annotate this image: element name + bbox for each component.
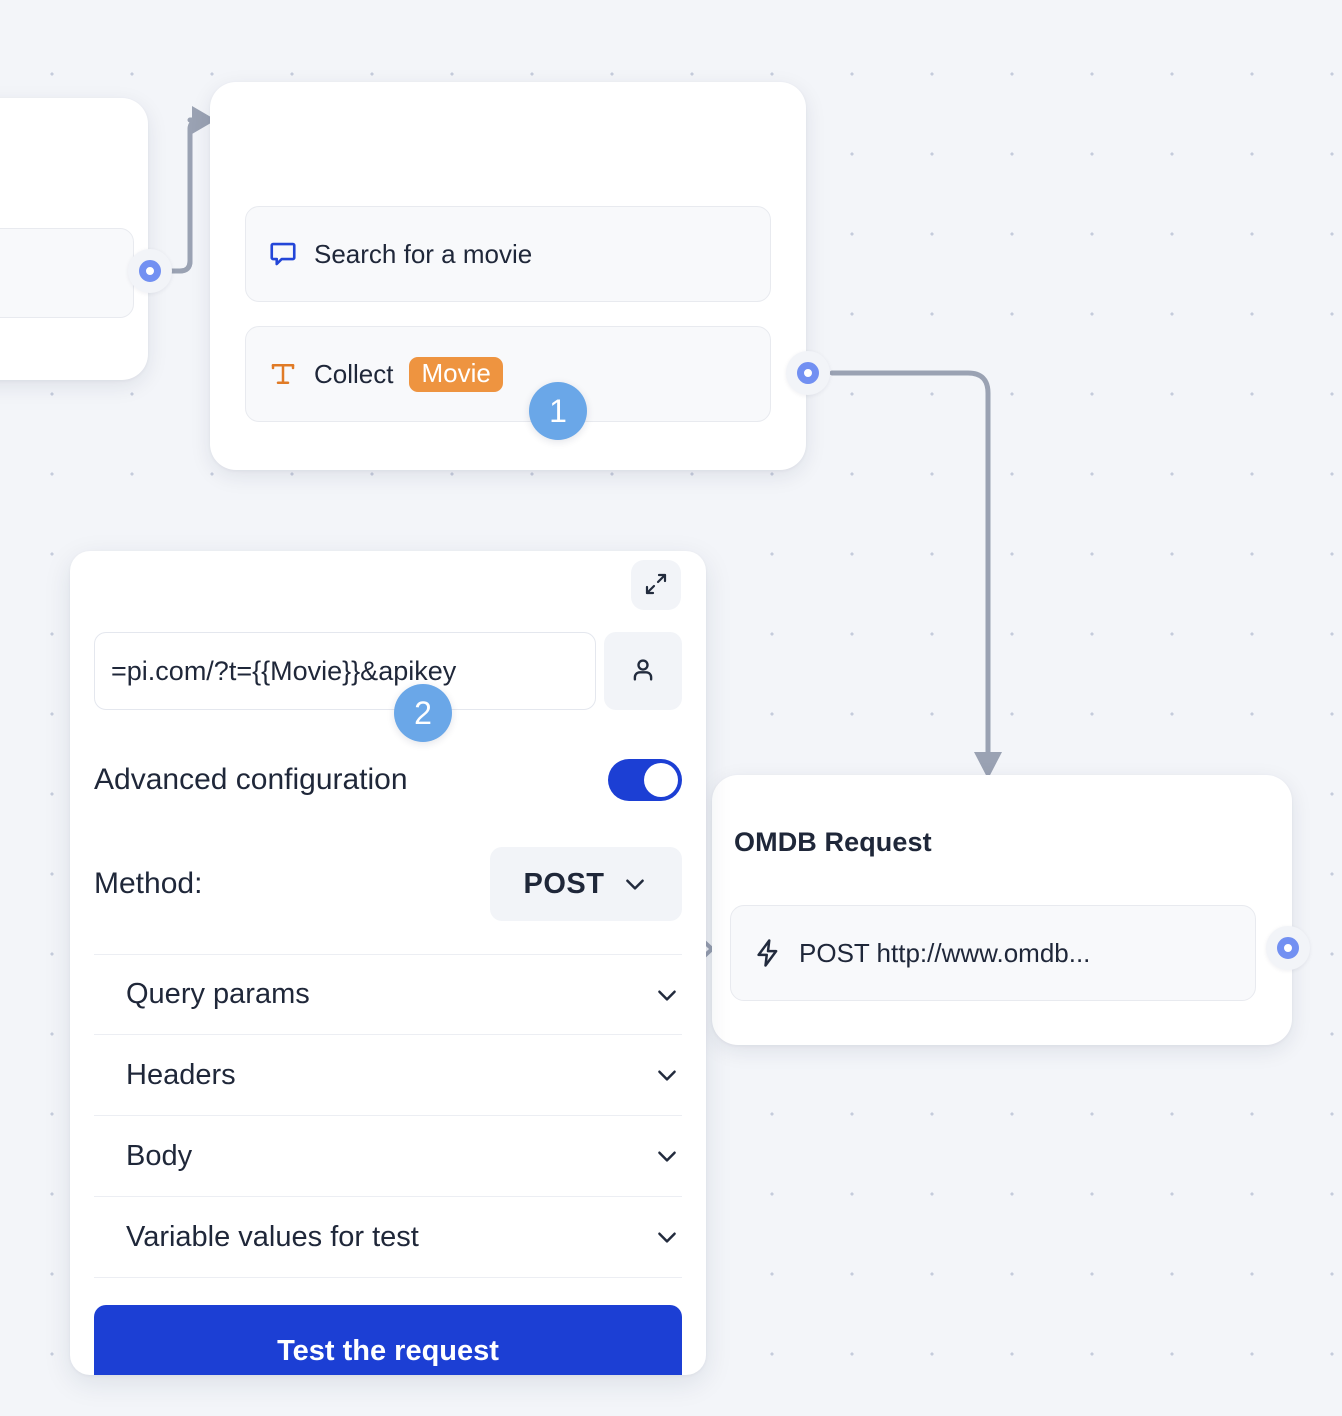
node-previous-row[interactable]: [0, 228, 134, 318]
chevron-down-icon: [654, 1224, 680, 1250]
chevron-down-icon: [622, 871, 648, 897]
node-row-label: Collect: [314, 358, 394, 389]
step-badge-2: 2: [394, 684, 452, 742]
method-label: Method:: [94, 867, 203, 900]
step-badge-1: 1: [529, 382, 587, 440]
lightning-bolt-icon: [753, 938, 783, 968]
port-movie-search-output[interactable]: [786, 351, 830, 395]
node-omdb-request-title: OMDB Request: [734, 827, 932, 857]
text-field-icon: [268, 359, 298, 389]
accordion-label: Variable values for test: [126, 1220, 419, 1253]
chevron-down-icon: [654, 1062, 680, 1088]
request-config-panel[interactable]: Advanced configuration Method: POST Quer…: [70, 551, 706, 1375]
accordion-label: Body: [126, 1139, 193, 1172]
speech-bubble-icon: [268, 239, 298, 269]
person-icon: [628, 655, 658, 688]
chevron-down-icon: [654, 1143, 680, 1169]
chevron-down-icon: [654, 982, 680, 1008]
test-the-request-button[interactable]: Test the request: [94, 1305, 682, 1375]
node-row-label: POST http://www.omdb...: [799, 937, 1091, 968]
node-row-search-for-a-movie[interactable]: Search for a movie: [245, 206, 771, 302]
authorization-button[interactable]: [604, 632, 682, 710]
node-movie-search[interactable]: Movie search Search for a movie Collect …: [210, 82, 806, 470]
accordion-label: Headers: [126, 1058, 236, 1091]
variable-chip-movie[interactable]: Movie: [409, 356, 503, 392]
accordion-item-headers[interactable]: Headers: [94, 1035, 682, 1116]
accordion-label: Query params: [126, 978, 310, 1010]
method-value: POST: [523, 867, 605, 900]
node-omdb-request[interactable]: OMDB Request POST http://www.omdb...: [712, 775, 1292, 1045]
method-dropdown[interactable]: POST: [490, 847, 682, 921]
expand-diagonal-icon: [644, 572, 668, 599]
accordion-item-query-params[interactable]: Query params: [94, 954, 682, 1035]
node-row-post-request[interactable]: POST http://www.omdb...: [730, 905, 1256, 1001]
advanced-configuration-row: Advanced configuration: [94, 759, 682, 801]
advanced-configuration-toggle[interactable]: [608, 759, 682, 801]
expand-panel-button[interactable]: [631, 560, 681, 610]
configuration-accordion: Query params Headers Body Variable value…: [94, 954, 682, 1278]
node-previous-partial[interactable]: [0, 98, 148, 380]
url-row: [94, 632, 682, 710]
request-url-input[interactable]: [94, 632, 596, 710]
accordion-item-body[interactable]: Body: [94, 1116, 682, 1197]
accordion-item-variable-values-for-test[interactable]: Variable values for test: [94, 1197, 682, 1278]
port-previous-output[interactable]: [128, 249, 172, 293]
advanced-configuration-label: Advanced configuration: [94, 763, 408, 796]
node-row-collect-movie[interactable]: Collect Movie: [245, 326, 771, 422]
port-omdb-request-output[interactable]: [1266, 926, 1310, 970]
method-row: Method: POST: [94, 847, 682, 921]
node-row-label: Search for a movie: [314, 238, 533, 269]
